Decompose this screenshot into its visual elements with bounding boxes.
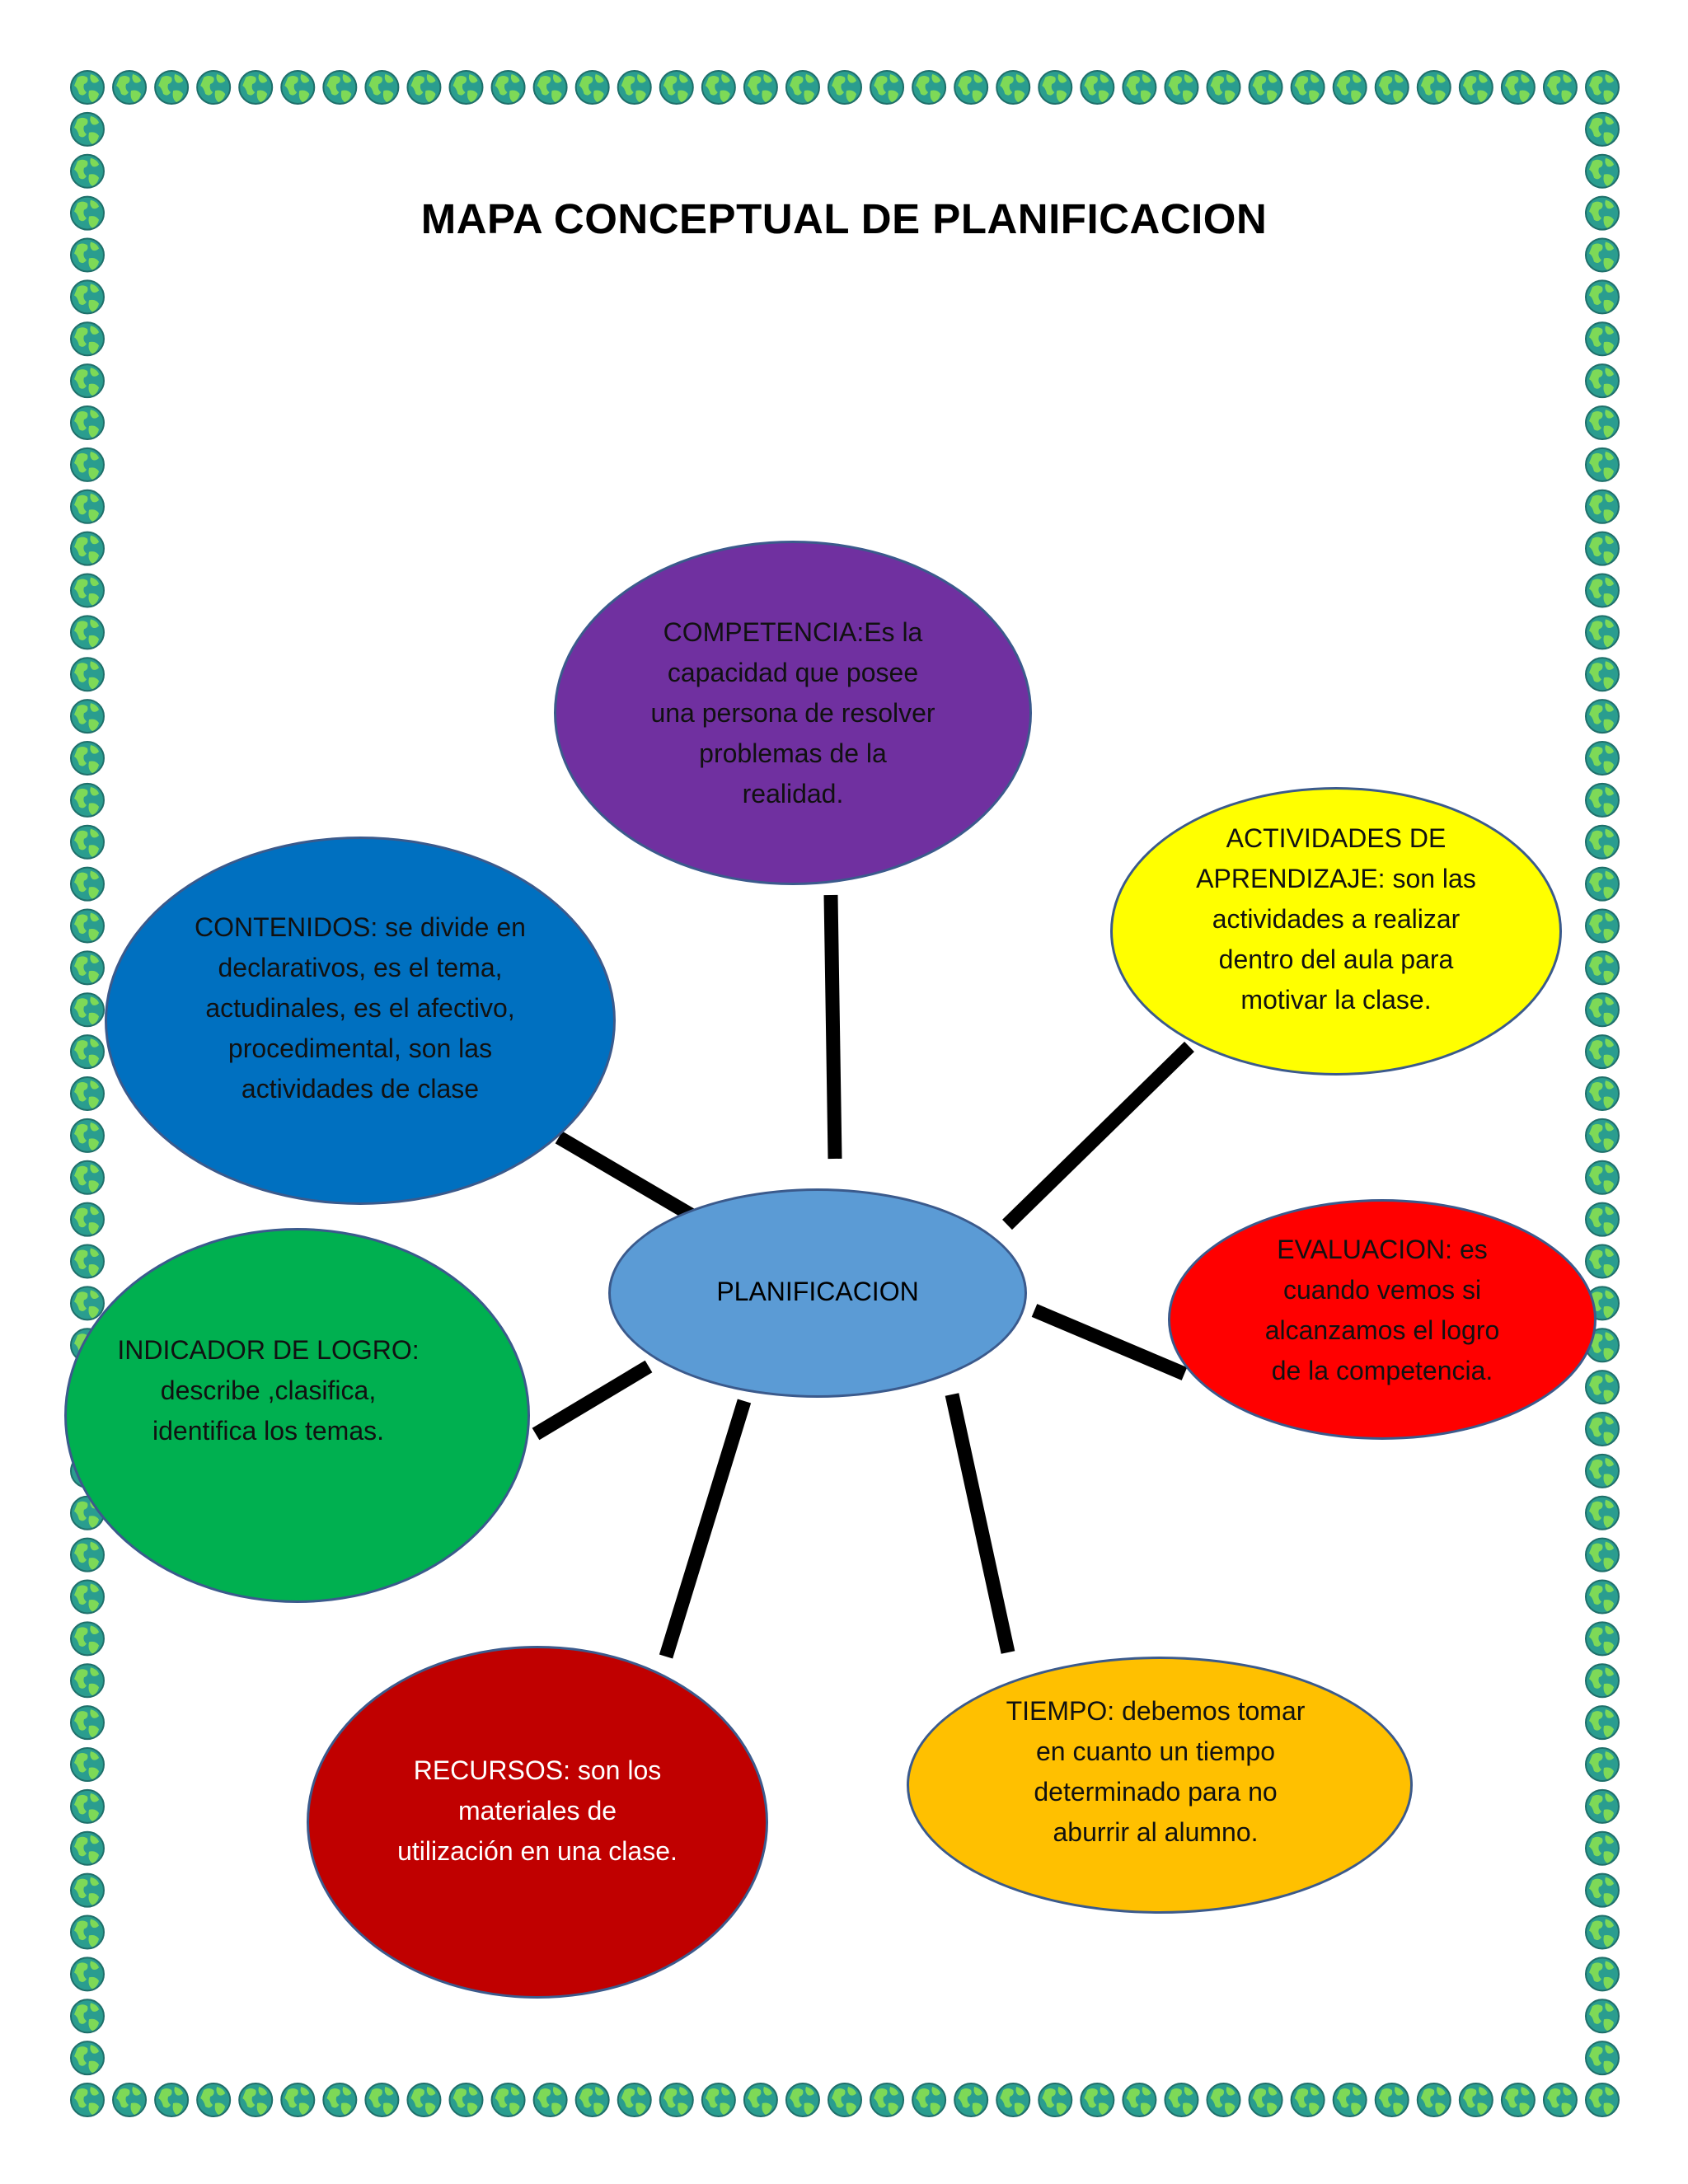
node-actividades-text: ACTIVIDADES DE APRENDIZAJE: son las acti… xyxy=(1196,818,1476,1020)
node-contenidos: CONTENIDOS: se divide en declarativos, e… xyxy=(105,837,616,1205)
connector-evaluacion xyxy=(1034,1310,1184,1374)
node-recursos: RECURSOS: son los materiales de utilizac… xyxy=(307,1646,768,1999)
node-evaluacion-text: EVALUACION: es cuando vemos si alcanzamo… xyxy=(1265,1230,1500,1391)
connector-actividades xyxy=(1007,1047,1189,1225)
connector-indicador xyxy=(536,1366,649,1434)
node-evaluacion: EVALUACION: es cuando vemos si alcanzamo… xyxy=(1168,1199,1597,1440)
node-competencia-text: COMPETENCIA:Es la capacidad que posee un… xyxy=(650,612,935,814)
node-recursos-text: RECURSOS: son los materiales de utilizac… xyxy=(397,1750,678,1872)
connector-recursos xyxy=(666,1401,744,1657)
node-tiempo-text: TIEMPO: debemos tomar en cuanto un tiemp… xyxy=(1006,1691,1306,1853)
node-indicador-de-logro: INDICADOR DE LOGRO: describe ,clasifica,… xyxy=(64,1228,530,1603)
node-tiempo: TIEMPO: debemos tomar en cuanto un tiemp… xyxy=(907,1657,1413,1914)
connector-tiempo xyxy=(952,1394,1008,1652)
node-indicador-text: INDICADOR DE LOGRO: describe ,clasifica,… xyxy=(117,1330,419,1451)
node-contenidos-text: CONTENIDOS: se divide en declarativos, e… xyxy=(195,907,526,1109)
connector-competencia xyxy=(831,895,835,1159)
center-node-planificacion: PLANIFICACION xyxy=(608,1188,1027,1398)
center-node-label: PLANIFICACION xyxy=(716,1272,918,1312)
connector-contenidos xyxy=(559,1137,696,1218)
node-competencia: COMPETENCIA:Es la capacidad que posee un… xyxy=(554,541,1032,885)
node-actividades-aprendizaje: ACTIVIDADES DE APRENDIZAJE: son las acti… xyxy=(1110,787,1562,1076)
